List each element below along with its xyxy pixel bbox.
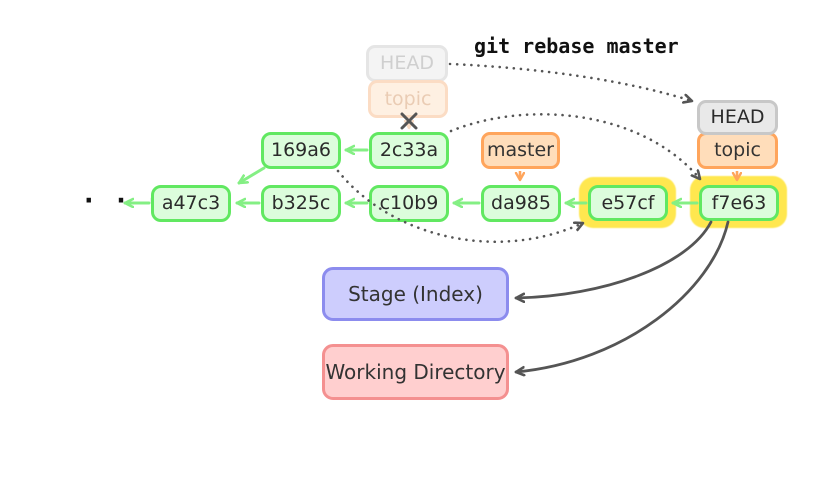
history-ellipsis: · · · <box>84 186 165 215</box>
arrow-169a6-to-a47c3 <box>237 166 266 185</box>
commit-c10b9: c10b9 <box>369 185 449 222</box>
working-directory-box: Working Directory <box>322 344 509 400</box>
commit-f7e63: f7e63 <box>699 185 779 221</box>
arrow-f7e63-to-working-directory <box>514 220 730 372</box>
new-topic-label: topic <box>697 132 778 169</box>
commit-169a6: 169a6 <box>261 132 341 169</box>
commit-2c33a: 2c33a <box>369 132 449 169</box>
commit-da985: da985 <box>481 185 561 222</box>
commit-a47c3: a47c3 <box>151 185 231 222</box>
stage-index-box: Stage (Index) <box>322 267 509 321</box>
arrow-f7e63-to-stage <box>514 220 713 298</box>
new-head-label: HEAD <box>697 100 778 135</box>
commit-e57cf: e57cf <box>588 185 668 221</box>
old-head-label: HEAD <box>366 45 448 82</box>
old-topic-label: topic <box>368 80 448 118</box>
dotted-arrow-oldhead-to-newhead <box>448 62 694 101</box>
master-label: master <box>481 132 560 169</box>
command-text: git rebase master <box>474 34 679 58</box>
commit-b325c: b325c <box>261 185 341 222</box>
